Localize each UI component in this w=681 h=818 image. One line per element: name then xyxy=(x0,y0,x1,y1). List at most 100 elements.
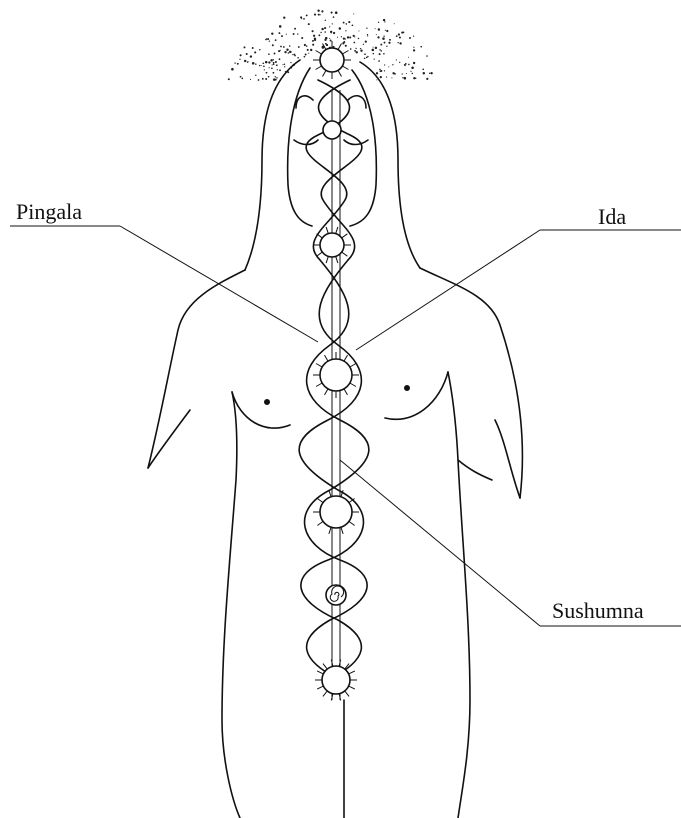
aura-speck xyxy=(329,38,330,39)
aura-speck xyxy=(378,28,380,30)
aura-speck xyxy=(279,25,282,28)
aura-speck xyxy=(337,37,338,38)
aura-speck xyxy=(239,59,240,60)
aura-speck xyxy=(325,43,327,45)
aura-speck xyxy=(375,47,377,49)
aura-speck xyxy=(380,70,382,72)
aura-speck xyxy=(312,30,314,32)
aura-speck xyxy=(350,48,352,50)
aura-speck xyxy=(342,42,344,44)
aura-speck xyxy=(352,24,354,26)
aura-speck xyxy=(258,79,260,81)
aura-speck xyxy=(261,65,262,66)
aura-speck xyxy=(420,46,422,48)
aura-speck xyxy=(294,54,296,56)
aura-speck xyxy=(412,73,414,75)
aura-speck xyxy=(265,61,268,64)
aura-speck xyxy=(330,40,332,42)
aura-speck xyxy=(382,37,385,40)
label-ida: Ida xyxy=(598,206,626,228)
aura-speck xyxy=(386,46,387,47)
aura-speck xyxy=(399,62,400,63)
aura-speck xyxy=(304,56,306,58)
aura-speck xyxy=(373,47,374,48)
aura-speck xyxy=(367,35,368,36)
aura-speck xyxy=(321,28,323,30)
aura-speck xyxy=(269,67,270,68)
ida-pointer xyxy=(356,230,540,350)
aura-speck xyxy=(405,63,407,65)
aura-speck xyxy=(408,64,410,66)
aura-speck xyxy=(383,19,385,21)
aura-speck xyxy=(324,27,326,29)
aura-speck xyxy=(364,58,366,60)
aura-speck xyxy=(396,35,398,37)
aura-speck xyxy=(265,39,266,40)
aura-speck xyxy=(305,54,307,56)
aura-speck xyxy=(240,76,241,77)
aura-speck xyxy=(282,64,283,65)
aura-speck xyxy=(406,73,407,74)
aura-speck xyxy=(318,34,320,36)
aura-speck xyxy=(276,64,278,66)
aura-speck xyxy=(268,76,270,78)
third-eye-chakra xyxy=(323,121,341,139)
aura-speck xyxy=(398,42,399,43)
aura-speck xyxy=(268,53,270,55)
aura-speck xyxy=(297,57,299,59)
aura-speck xyxy=(292,54,293,55)
aura-speck xyxy=(339,27,342,30)
aura-speck xyxy=(366,28,367,29)
aura-speck xyxy=(330,31,332,33)
aura-speck xyxy=(391,77,392,78)
aura-speck xyxy=(259,65,260,66)
aura-speck xyxy=(423,72,425,74)
aura-speck xyxy=(301,37,303,39)
aura-speck xyxy=(298,46,300,48)
aura-speck xyxy=(303,18,305,20)
aura-speck xyxy=(307,49,309,51)
aura-speck xyxy=(304,44,306,46)
aura-speck xyxy=(410,71,411,72)
aura-speck xyxy=(333,32,335,34)
aura-speck xyxy=(372,49,375,52)
aura-speck xyxy=(262,78,264,80)
aura-speck xyxy=(325,20,326,21)
aura-speck xyxy=(388,66,389,67)
aura-speck xyxy=(286,34,287,35)
aura-speck xyxy=(270,59,272,61)
aura-speck xyxy=(273,63,275,65)
aura-speck xyxy=(386,30,388,32)
aura-speck xyxy=(293,33,295,35)
aura-speck xyxy=(308,23,310,25)
aura-speck xyxy=(385,30,386,31)
aura-speck xyxy=(310,49,312,51)
aura-speck xyxy=(240,54,242,56)
aura-speck xyxy=(325,37,328,40)
left-nipple xyxy=(264,399,270,405)
aura-speck xyxy=(333,16,335,18)
aura-speck xyxy=(278,50,280,52)
aura-speck xyxy=(250,55,252,57)
aura-speck xyxy=(289,51,292,54)
aura-speck xyxy=(284,51,286,53)
aura-speck xyxy=(279,58,281,60)
aura-speck xyxy=(269,40,270,41)
aura-speck xyxy=(402,77,403,78)
aura-speck xyxy=(376,34,377,35)
aura-speck xyxy=(273,78,276,81)
aura-speck xyxy=(273,59,274,60)
aura-speck xyxy=(343,22,345,24)
aura-speck xyxy=(354,36,355,37)
aura-speck xyxy=(358,30,359,31)
aura-speck xyxy=(348,21,350,23)
aura-speck xyxy=(399,42,401,44)
leader-lines xyxy=(10,226,681,626)
aura-speck xyxy=(360,48,361,49)
aura-speck xyxy=(335,11,338,14)
aura-speck xyxy=(289,45,291,47)
aura-speck xyxy=(426,78,428,80)
aura-speck xyxy=(297,33,298,34)
aura-speck xyxy=(392,64,393,65)
